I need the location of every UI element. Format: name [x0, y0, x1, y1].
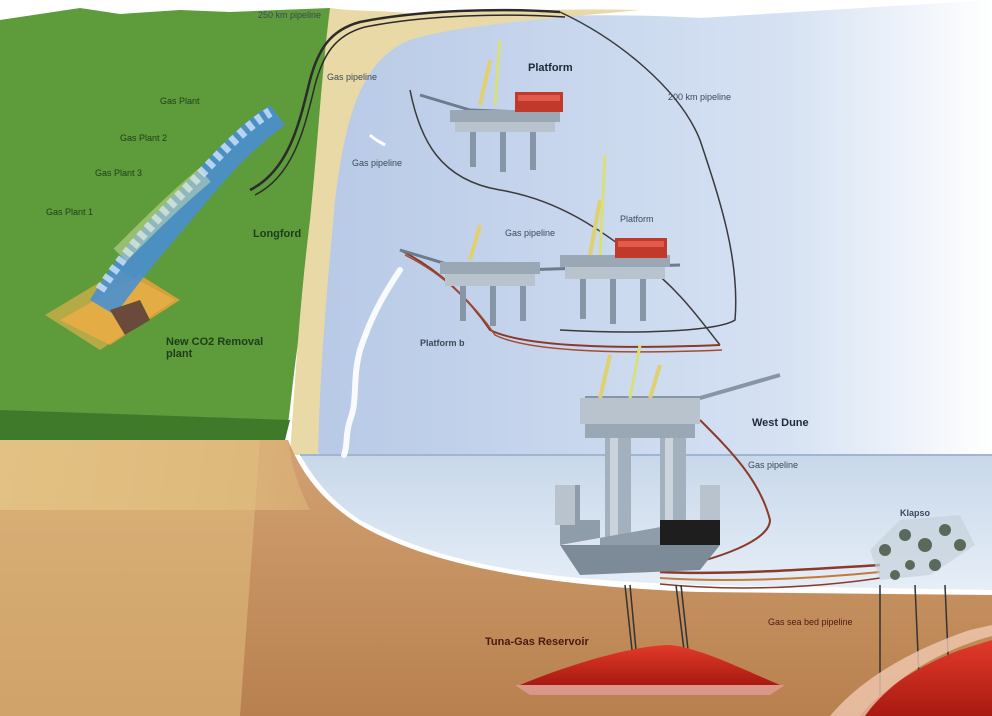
label-pipeline-mid: Gas pipeline [505, 228, 556, 238]
gas-plant-complex [45, 105, 285, 350]
label-field-b: Platform b [420, 338, 465, 348]
wave-mark [368, 133, 386, 147]
label-pipeline-left: Gas pipeline [352, 158, 403, 168]
label-plant-c: Gas Plant 3 [95, 168, 143, 178]
pipelines [249, 8, 881, 589]
platform-mid [399, 154, 681, 326]
label-pipeline-top: 250 km pipeline [258, 10, 322, 20]
reservoirs [515, 625, 992, 716]
label-field-north: Klapso [900, 508, 931, 518]
reservoir-tuna [520, 645, 780, 685]
river-streak [341, 267, 403, 458]
land-edge [0, 410, 290, 440]
beach-strip [290, 8, 640, 455]
label-plant-d: Gas Plant 1 [46, 207, 94, 217]
platform-top [419, 39, 563, 172]
label-reservoir: Tuna-Gas Reservoir [485, 636, 589, 648]
label-pipeline-right: 200 km pipeline [668, 92, 732, 102]
label-pipeline-well: Gas pipeline [748, 460, 799, 470]
label-plant-co2: New CO2 Removal plant [166, 336, 264, 360]
label-field-west: West Dune [752, 417, 809, 429]
label-plant-e: Longford [253, 228, 302, 240]
reservoir-east-rim [830, 625, 992, 716]
platform-west-dune [555, 344, 781, 575]
land-front-shade [0, 440, 260, 716]
label-plant-b: Gas Plant 2 [120, 133, 168, 143]
label-plant-a: Gas Plant [160, 96, 200, 106]
reservoir-east [860, 640, 992, 716]
label-sub-seabed: Gas sea bed pipeline [768, 617, 853, 627]
sea-cross-section [300, 455, 992, 590]
label-pipeline-shore: Gas pipeline [327, 72, 378, 82]
label-field-mid: Platform [620, 214, 654, 224]
label-field-top: Platform [528, 62, 573, 74]
reservoir-base [515, 685, 785, 695]
subsea-cluster [870, 515, 975, 580]
